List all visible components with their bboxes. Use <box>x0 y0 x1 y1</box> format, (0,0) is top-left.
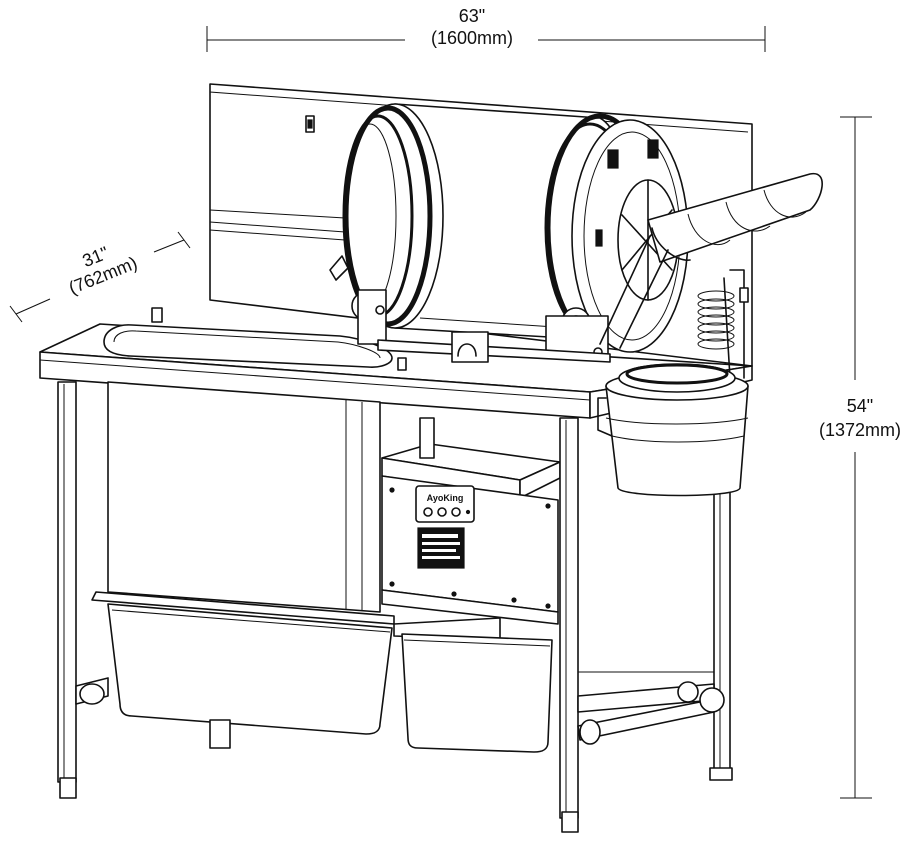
height-imperial-label: 54" <box>847 396 873 416</box>
brand-label: AyoKing <box>427 493 464 503</box>
loading-chute <box>599 173 823 379</box>
right-bin-body <box>401 633 553 753</box>
depth-line-right <box>153 239 185 253</box>
bucket-body <box>605 385 749 497</box>
control-panel <box>415 485 475 523</box>
width-imperial-label: 63" <box>459 6 485 26</box>
left-bin-foot <box>209 719 231 749</box>
front-right-leg <box>559 417 579 819</box>
cabinet-panel <box>107 381 381 613</box>
control-button-2[interactable] <box>437 507 447 517</box>
height-metric-label: (1372mm) <box>819 420 901 440</box>
drive-block <box>451 331 489 363</box>
control-button-1[interactable] <box>423 507 433 517</box>
width-dimension: 63" (1600mm) <box>206 6 766 52</box>
left-bin <box>91 591 395 749</box>
front-left-leg <box>57 381 77 783</box>
drum-assembly <box>329 103 689 363</box>
control-button-3[interactable] <box>451 507 461 517</box>
left-bin-rim <box>91 591 395 625</box>
table-sink <box>103 324 393 368</box>
spring-coil <box>697 290 735 350</box>
chute-trough <box>647 173 823 263</box>
waste-cabinet <box>107 381 381 613</box>
depth-dimension: 31" (762mm) <box>9 231 191 323</box>
right-bin <box>393 617 553 753</box>
table-frame <box>57 381 725 833</box>
height-dimension: 54" (1372mm) <box>819 116 901 799</box>
width-metric-label: (1600mm) <box>431 28 513 48</box>
rear-legs <box>709 429 733 781</box>
depth-line-left <box>15 298 51 315</box>
control-box: AyoKing <box>381 443 561 625</box>
faucet-stub <box>151 307 163 323</box>
left-bin-body <box>107 603 393 735</box>
bucket <box>597 363 749 497</box>
